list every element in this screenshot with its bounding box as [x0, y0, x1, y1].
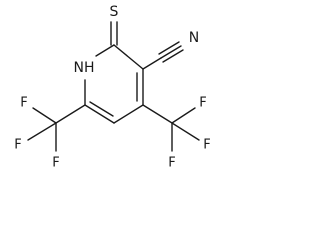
- bond-c4-c5: [113, 104, 144, 124]
- atom-sulfur: S: [110, 4, 119, 20]
- bond-cf3b-f2: [27, 122, 57, 141]
- atom-fluorine: F: [14, 138, 21, 153]
- bond-cn-triple-1: [160, 45, 182, 59]
- bond-cn-triple-2: [158, 41, 180, 55]
- bond-cf3a-f1: [171, 107, 196, 124]
- chemical-structure-diagram: S N NH F F F F F F: [14, 4, 210, 171]
- bond-c4-cf3: [142, 104, 173, 124]
- atom-ring-nh: NH: [74, 60, 95, 76]
- bond-c5-c6-inner: [89, 101, 114, 117]
- atom-fluorine: F: [199, 96, 206, 111]
- bond-cf3b-f1: [32, 107, 57, 124]
- bond-n1-c2: [95, 44, 115, 57]
- atom-nitrile-nitrogen: N: [189, 30, 199, 46]
- bond-cf3a-f2: [171, 122, 200, 141]
- bond-cn-triple-3: [162, 49, 184, 63]
- bond-c6-cf3: [55, 104, 86, 124]
- atom-fluorine: F: [203, 138, 210, 153]
- substituent-bonds: [27, 21, 200, 152]
- atom-fluorine: F: [168, 156, 175, 171]
- bond-c5-c6: [84, 104, 115, 124]
- atom-fluorine: F: [20, 96, 27, 111]
- bond-c3-cn: [142, 57, 162, 70]
- bond-c2-c3: [113, 44, 144, 70]
- ring-bonds: [84, 44, 144, 124]
- atom-fluorine: F: [52, 156, 59, 171]
